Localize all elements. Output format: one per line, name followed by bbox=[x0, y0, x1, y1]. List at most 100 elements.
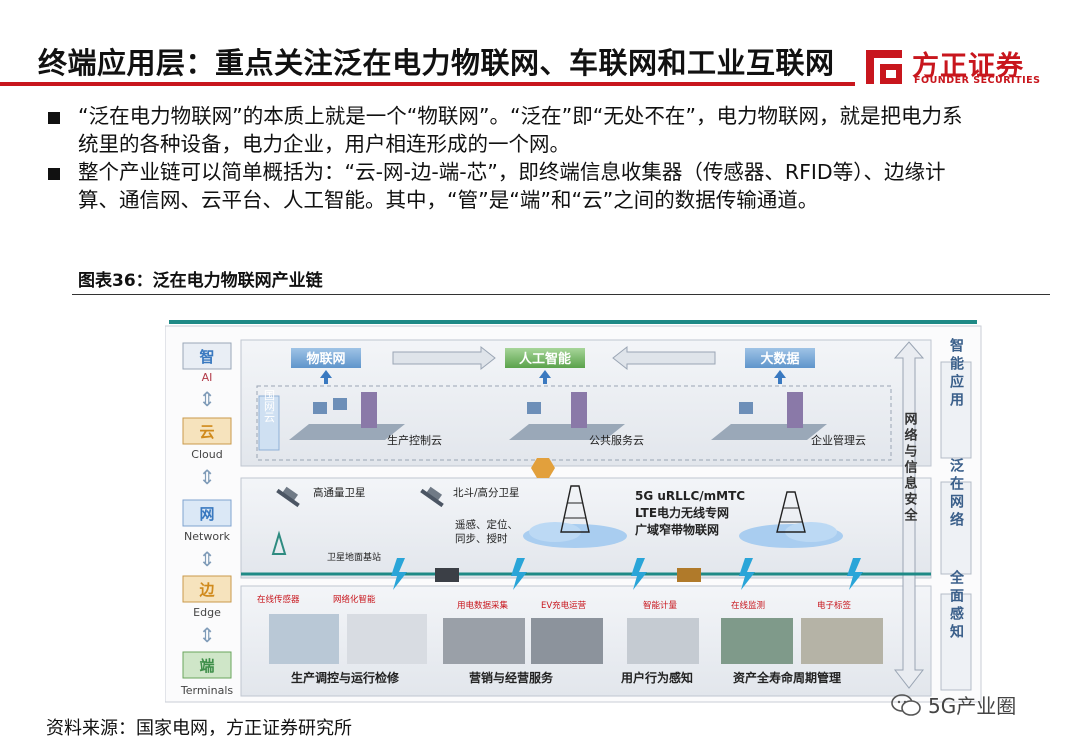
svg-text:泛在网络: 泛在网络 bbox=[948, 457, 964, 530]
svg-text:企业管理云: 企业管理云 bbox=[811, 433, 866, 447]
logo-text-cn: 方正证券 bbox=[912, 51, 1024, 82]
small-tower-icon bbox=[271, 530, 287, 555]
svg-text:智能应用: 智能应用 bbox=[948, 337, 965, 410]
photo-smart-meter bbox=[627, 618, 699, 664]
bullet-item: 整个产业链可以简单概括为：“云-网-边-端-芯”，即终端信息收集器（传感器、RF… bbox=[48, 158, 968, 214]
device-tag-data-acquisition: 用电数据采集 bbox=[457, 600, 509, 611]
satellite-services-line1: 遥感、定位、 bbox=[455, 518, 518, 531]
side-box-state-grid-cloud: 国网云 bbox=[258, 389, 280, 451]
right-label-ubiquitous-network: 泛在网络 bbox=[940, 457, 972, 575]
source-note: 资料来源：国家电网，方正证券研究所 bbox=[46, 718, 352, 739]
right-label-perception: 全面感知 bbox=[940, 569, 972, 691]
updown-arrow-icon: ⇕ bbox=[199, 387, 216, 411]
up-arrow-icon bbox=[774, 370, 786, 384]
bottom-label-marketing: 营销与经营服务 bbox=[469, 670, 554, 685]
figure-caption: 图表36：泛在电力物联网产业链 bbox=[78, 271, 323, 291]
svg-text:Cloud: Cloud bbox=[191, 448, 222, 461]
updown-arrow-icon: ⇕ bbox=[199, 623, 216, 647]
bullet-item: “泛在电力物联网”的本质上就是一个“物联网”。“泛在”即“无处不在”，电力物联网… bbox=[48, 102, 968, 158]
gateway-icon bbox=[531, 458, 555, 478]
bullet-text: “泛在电力物联网”的本质上就是一个“物联网”。“泛在”即“无处不在”，电力物联网… bbox=[78, 104, 963, 156]
svg-text:北斗/高分卫星: 北斗/高分卫星 bbox=[453, 486, 520, 499]
svg-text:网: 网 bbox=[199, 505, 214, 523]
cloud-platform-public: 公共服务云 bbox=[509, 392, 644, 447]
photo-ev-charging bbox=[531, 618, 603, 664]
network-text-lte: LTE电力无线专网 bbox=[635, 505, 729, 520]
svg-text:大数据: 大数据 bbox=[760, 351, 799, 367]
right-label-smart-app: 智能应用 bbox=[940, 337, 972, 459]
up-arrow-icon bbox=[539, 370, 551, 384]
bottom-label-asset-lifecycle: 资产全寿命周期管理 bbox=[733, 670, 841, 685]
left-arrow-icon bbox=[612, 345, 716, 371]
updown-arrow-icon: ⇕ bbox=[199, 547, 216, 571]
up-arrow-icon bbox=[320, 370, 332, 384]
satellite-high-throughput: 高通量卫星 bbox=[276, 486, 366, 508]
photo-data-acquisition bbox=[443, 618, 525, 664]
network-cloud-shape-right bbox=[739, 491, 843, 548]
page-title: 终端应用层：重点关注泛在电力物联网、车联网和工业互联网 bbox=[38, 46, 835, 80]
photo-rfid bbox=[801, 618, 883, 664]
edge-device-icon bbox=[435, 568, 459, 582]
left-label-ai: 智 AI bbox=[182, 342, 232, 384]
left-label-edge: 边 Edge bbox=[182, 575, 232, 619]
satellite-beidou: 北斗/高分卫星 bbox=[420, 486, 520, 508]
left-label-cloud: 云 Cloud bbox=[182, 417, 232, 461]
bullet-square-icon bbox=[48, 168, 60, 180]
company-logo: 方正证券 FOUNDER SECURITIES bbox=[862, 42, 1052, 90]
satellite-services-line2: 同步、授时 bbox=[455, 532, 508, 545]
svg-text:AI: AI bbox=[202, 371, 213, 384]
svg-text:Network: Network bbox=[184, 530, 231, 543]
svg-text:智: 智 bbox=[199, 348, 214, 366]
left-label-network: 网 Network bbox=[182, 499, 232, 543]
svg-text:边: 边 bbox=[198, 581, 215, 599]
svg-text:物联网: 物联网 bbox=[306, 351, 345, 367]
left-label-terminals: 端 Terminals bbox=[180, 651, 233, 697]
device-tag-networked: 网络化智能 bbox=[333, 594, 376, 605]
diagram-top-bar bbox=[169, 320, 977, 324]
svg-text:端: 端 bbox=[199, 657, 214, 675]
logo-text-en: FOUNDER SECURITIES bbox=[914, 75, 1041, 86]
ground-station-label: 卫星地面基站 bbox=[327, 551, 381, 563]
device-tag-ev-charging: EV充电运营 bbox=[541, 600, 586, 611]
updown-arrow-icon: ⇕ bbox=[199, 465, 216, 489]
iot-industry-chain-diagram: 智 AI ⇕ 云 Cloud ⇕ 网 Network ⇕ 边 Edge ⇕ 端 … bbox=[165, 320, 982, 703]
figure-rule bbox=[72, 294, 1050, 295]
svg-text:人工智能: 人工智能 bbox=[519, 351, 571, 367]
security-arrow: 网络与信息安全 bbox=[893, 341, 925, 689]
svg-text:网络与信息安全: 网络与信息安全 bbox=[902, 412, 919, 524]
network-cloud-shape-left bbox=[523, 485, 627, 548]
svg-text:高通量卫星: 高通量卫星 bbox=[313, 486, 366, 499]
bullet-square-icon bbox=[48, 112, 60, 124]
watermark-text: 5G产业圈 bbox=[928, 694, 1017, 718]
svg-text:全面感知: 全面感知 bbox=[948, 569, 965, 642]
bottom-label-production: 生产调控与运行检修 bbox=[291, 670, 400, 685]
top-box-iot: 物联网 bbox=[291, 348, 361, 368]
svg-text:公共服务云: 公共服务云 bbox=[589, 434, 644, 447]
wechat-watermark: 5G产业圈 bbox=[890, 690, 1016, 719]
device-tag-online-monitoring: 在线监测 bbox=[731, 600, 765, 611]
top-box-ai: 人工智能 bbox=[505, 348, 585, 368]
founder-logo-icon bbox=[866, 50, 902, 84]
svg-text:Edge: Edge bbox=[193, 606, 221, 619]
title-underline bbox=[0, 82, 855, 86]
top-box-bigdata: 大数据 bbox=[745, 348, 815, 368]
right-arrow-icon bbox=[392, 345, 496, 371]
svg-text:Terminals: Terminals bbox=[180, 684, 233, 697]
bullet-text: 整个产业链可以简单概括为：“云-网-边-端-芯”，即终端信息收集器（传感器、RF… bbox=[78, 160, 946, 212]
svg-text:云: 云 bbox=[199, 423, 214, 441]
wechat-icon bbox=[891, 693, 921, 716]
photo-power-grid bbox=[269, 614, 339, 664]
cloud-platform-production: 生产控制云 bbox=[289, 392, 442, 447]
edge-gateway-icon bbox=[677, 568, 701, 582]
state-grid-cloud-area bbox=[256, 385, 892, 461]
device-tag-rfid: 电子标签 bbox=[817, 600, 852, 611]
photo-online-monitoring bbox=[721, 618, 793, 664]
bullet-list: “泛在电力物联网”的本质上就是一个“物联网”。“泛在”即“无处不在”，电力物联网… bbox=[48, 102, 968, 214]
bottom-label-user-behavior: 用户行为感知 bbox=[620, 670, 693, 685]
network-text-5g: 5G uRLLC/mMTC bbox=[635, 489, 745, 503]
svg-text:生产控制云: 生产控制云 bbox=[387, 433, 442, 447]
photo-smart-devices bbox=[347, 614, 427, 664]
device-tag-online-sensor: 在线传感器 bbox=[257, 594, 300, 605]
wireless-signal-icons bbox=[391, 558, 863, 590]
cloud-platform-enterprise: 企业管理云 bbox=[711, 392, 866, 447]
